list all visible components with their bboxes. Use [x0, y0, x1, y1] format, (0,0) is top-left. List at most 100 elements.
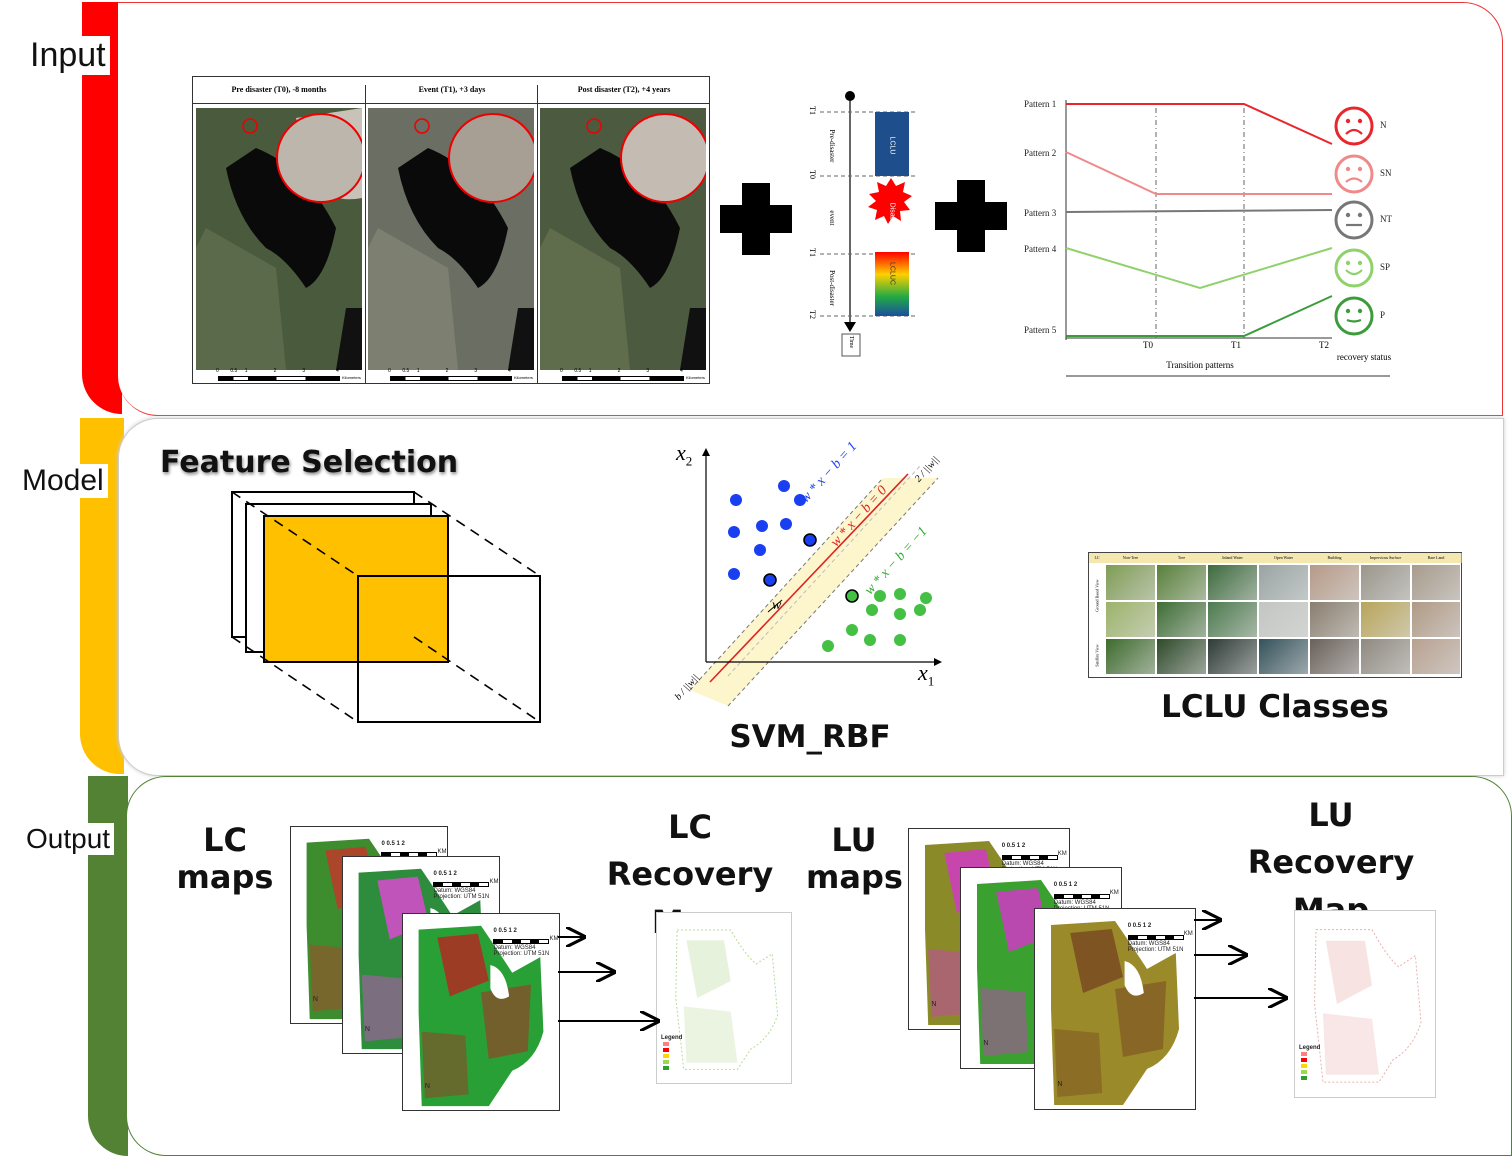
scale-tick: 0 [560, 368, 563, 374]
status-code: N [1380, 120, 1387, 130]
timeline-axis-label: Time [848, 335, 854, 349]
support-vector-point [845, 589, 859, 603]
lclu-sample-photo [1259, 565, 1308, 600]
legend-swatch [1301, 1070, 1307, 1075]
svm-x2-label-sub: 2 [685, 453, 693, 469]
timeline-tick: T2 [807, 310, 817, 319]
lclu-sample-photo [1208, 639, 1257, 674]
map-scale-bar [433, 882, 490, 888]
chart-x-tick: T1 [1231, 340, 1241, 350]
pattern-label: Pattern 5 [1024, 325, 1057, 335]
svm-class2-point [894, 608, 906, 620]
scale-bar [562, 376, 684, 381]
svm-class2-point [846, 624, 858, 636]
svm-class2-point [894, 634, 906, 646]
sad-face-icon [1334, 106, 1374, 146]
lclu-sample-photo [1208, 602, 1257, 637]
map-scale-ticks: 0 0.5 1 2 [1053, 882, 1078, 888]
lclu-column-header: Non-Tree [1105, 553, 1157, 563]
map-scale-unit: KM [489, 878, 499, 885]
svm-class2-point [874, 590, 886, 602]
map-scale-bar [1001, 855, 1058, 860]
lclu-sample-photo [1208, 565, 1257, 600]
status-code: NT [1380, 214, 1392, 224]
lclu-sample-photo [1310, 602, 1359, 637]
svm-class1-point [780, 518, 792, 530]
scale-tick: 3 [302, 368, 306, 374]
recovery-status-label: recovery status [1336, 352, 1392, 362]
map-scale-unit: KM [1183, 931, 1193, 937]
scale-tick: 0 [388, 368, 391, 374]
imagery-caption-event: Event (T1), +3 days [365, 85, 538, 103]
timeline-phase: event [828, 210, 836, 226]
model-label: Model [18, 464, 108, 498]
lclu-row-label: Satellite View [1094, 644, 1100, 667]
lclu-sample-photo [1157, 565, 1206, 600]
feature-selection-cubes [231, 491, 541, 723]
north-arrow-icon: N [931, 1001, 937, 1008]
pattern-2-line [1065, 151, 1332, 195]
lclu-column-header: Impervious Surface [1360, 553, 1412, 563]
pattern-1-line [1066, 103, 1333, 145]
map-projection: Projection: UTM 51N [1127, 947, 1184, 953]
timeline-phase: Post-disaster [828, 270, 836, 306]
lclu-sample-photo [1157, 602, 1206, 637]
lclu-sample-photo [1310, 565, 1359, 600]
svm-class1-point [728, 526, 740, 538]
support-vector-point [803, 533, 817, 547]
map-scale-ticks: 0 0.5 1 2 [381, 840, 405, 847]
legend-title: Legend [661, 1035, 683, 1042]
plus-icon-2 [935, 180, 1007, 252]
satellite-image-post [540, 108, 706, 370]
lclu-sample-photo [1259, 602, 1308, 637]
pattern-4-line [1065, 247, 1333, 290]
chart-x-label: Transition patterns [1166, 360, 1234, 370]
lclu-sample-photo [1361, 639, 1410, 674]
lclu-column-header: Bare Land [1411, 553, 1462, 563]
lclu-column-header: Open Water [1258, 553, 1310, 563]
map-datum: Datum: WGS84 [1053, 900, 1096, 906]
map-scale-ticks: 0 0.5 1 2 [1127, 923, 1152, 929]
legend-title: Legend [1299, 1044, 1321, 1051]
scale-tick: 2 [445, 368, 449, 374]
map-scale-bar [1127, 935, 1184, 940]
lclu-sample-photo [1106, 565, 1155, 600]
legend-swatch [663, 1054, 669, 1059]
legend-swatch [1301, 1064, 1307, 1069]
imagery-caption-pre: Pre disaster (T0), -8 months [231, 85, 327, 94]
svm-x2-label-base: x [676, 440, 686, 465]
svm-x1-label-sub: 1 [927, 673, 935, 689]
neutral-face-icon [1334, 200, 1374, 240]
map-scale-unit: KM [437, 848, 447, 855]
scale-tick: 4 [336, 368, 339, 374]
scale-unit: Kilometers [686, 375, 705, 380]
lclu-column-header: Building [1309, 553, 1361, 563]
lclu-sample-photo [1412, 639, 1460, 674]
svm-diagram [689, 448, 942, 707]
lclu-column-header: Inland Water [1207, 553, 1259, 563]
sad-face-icon [1334, 154, 1374, 194]
svm-title: SVM_RBF [729, 719, 891, 755]
timeline-phase: Pre-disaster [828, 129, 836, 163]
scale-tick: 1 [244, 368, 248, 374]
status-code: P [1380, 310, 1386, 320]
map-projection: Projection: UTM 51N [493, 951, 550, 958]
scale-tick: 3 [646, 368, 650, 374]
lclu-sample-photo [1412, 565, 1460, 600]
lu-recovery-map: Legend [1294, 910, 1436, 1098]
map-scale-bar [1053, 894, 1110, 899]
scale-bar [390, 376, 512, 381]
scale-tick: 4 [508, 368, 511, 374]
scale-unit: Kilometers [342, 375, 361, 380]
svm-class2-point [920, 592, 932, 604]
timeline-tick: T1 [807, 248, 817, 257]
svm-class1-point [728, 568, 740, 580]
legend-swatch [1301, 1058, 1307, 1063]
map-landmass [1035, 909, 1195, 1109]
map-scale-ticks: 0 0.5 1 2 [493, 927, 517, 934]
recovery-landmass [675, 929, 779, 1070]
svm-class1-point [754, 544, 766, 556]
timeline-tick: T0 [807, 170, 817, 179]
scale-tick: 2 [617, 368, 621, 374]
